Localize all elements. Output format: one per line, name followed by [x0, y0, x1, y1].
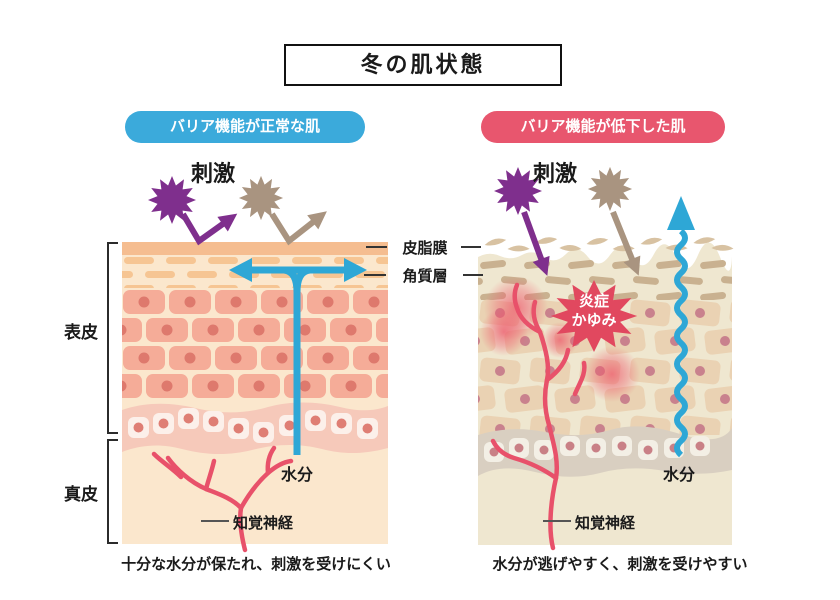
- starburst-icon: [148, 176, 196, 224]
- moisture-label-right: 水分: [663, 467, 696, 484]
- penetrating-arrow-icon: [610, 210, 641, 276]
- right-skin-panel: [478, 196, 734, 551]
- deflected-arrow-icon: [180, 212, 238, 246]
- stimulus-label-left: 刺激: [191, 161, 236, 186]
- stimulus-group-left: [148, 175, 327, 246]
- sensory-nerve-label-left: 知覚神経: [233, 515, 294, 532]
- sensory-nerve-left: [151, 445, 294, 553]
- deflected-arrow-icon: [269, 211, 327, 246]
- caption-right: 水分が逃げやすく、刺激を受けやすい: [492, 556, 748, 573]
- stimulus-group-right: [494, 166, 641, 276]
- epidermis-label: 表皮: [64, 323, 98, 342]
- impaired-skin-header: バリア機能が低下した肌: [481, 111, 725, 143]
- moisture-escape-arrow: [667, 196, 695, 458]
- moisture-arrow-normal: [229, 258, 367, 455]
- inflammation-label: 炎症 かゆみ: [551, 293, 637, 331]
- normal-skin-header: バリア機能が正常な肌: [125, 111, 365, 143]
- skin-flakes: [484, 236, 734, 253]
- dermis-bracket: [107, 439, 118, 544]
- inflammation-line2: かゆみ: [571, 311, 617, 329]
- sebum-film-label: 皮脂膜: [402, 240, 448, 257]
- dermis-label: 真皮: [64, 485, 98, 504]
- starburst-icon: [587, 166, 633, 212]
- sensory-nerve-label-right: 知覚神経: [575, 515, 636, 532]
- epidermis-bracket: [107, 242, 118, 434]
- inflammation-line1: 炎症: [578, 293, 609, 310]
- label-connector-lines: [201, 246, 571, 522]
- epidermis-cells: [122, 288, 388, 402]
- left-skin-panel: [122, 242, 388, 553]
- starburst-icon: [238, 175, 284, 221]
- moisture-label-left: 水分: [281, 467, 314, 484]
- page-title: 冬の肌状態: [284, 44, 562, 86]
- caption-left: 十分な水分が保たれ、刺激を受けにくい: [121, 556, 391, 573]
- sensory-nerve-right: [490, 282, 587, 551]
- stratum-corneum-label: 角質層: [402, 268, 448, 285]
- sebum-film-layer: [122, 242, 388, 255]
- penetrating-arrow-icon: [521, 210, 550, 276]
- basal-cells: [128, 408, 378, 443]
- stimulus-label-right: 刺激: [533, 161, 578, 186]
